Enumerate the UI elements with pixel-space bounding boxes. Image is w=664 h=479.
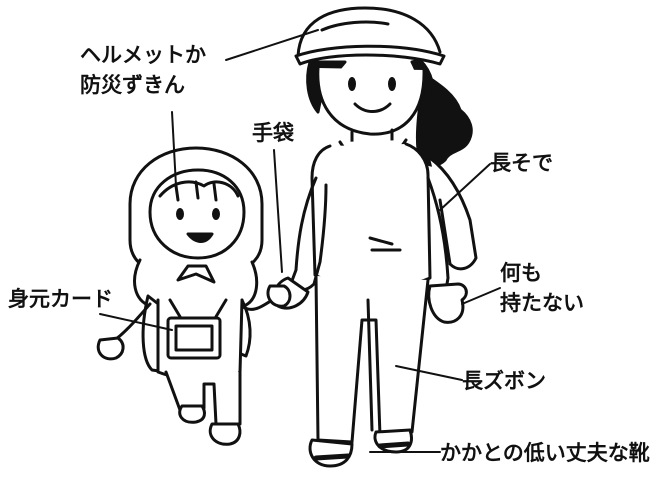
leader-nothing-held xyxy=(461,287,501,305)
adult-backpack xyxy=(428,156,478,271)
leader-hood xyxy=(171,111,177,187)
helmet xyxy=(296,6,442,58)
leader-lines xyxy=(99,29,501,453)
adult-right-glove xyxy=(427,282,468,324)
adult-left-shoe xyxy=(308,438,354,468)
adult-face xyxy=(316,66,426,136)
leader-long-pants xyxy=(395,365,463,381)
child-left-shoe xyxy=(178,404,206,424)
child-mouth xyxy=(186,232,214,243)
leader-helmet xyxy=(225,29,319,61)
child-right-glove xyxy=(266,284,292,308)
label-nothing-held: 何も 持たない xyxy=(500,258,584,318)
hood-tie xyxy=(176,264,216,284)
adult-torso xyxy=(310,142,432,289)
leader-long-sleeves xyxy=(439,163,491,211)
child-left-glove xyxy=(96,336,125,361)
leader-gloves xyxy=(273,149,283,273)
adult-mouth xyxy=(353,102,392,113)
adult-figure xyxy=(272,6,478,468)
child-face xyxy=(148,168,246,260)
label-nothing-held-line1: 何も xyxy=(500,261,542,285)
label-id-card: 身元カード xyxy=(8,287,113,311)
child-figure xyxy=(96,146,292,446)
label-helmet: ヘルメットか 防災ずきん xyxy=(80,40,206,100)
adult-right-arm xyxy=(426,176,450,292)
label-shoes: かかとの低い丈夫な靴 xyxy=(440,441,650,465)
adult-left-eye xyxy=(348,77,356,91)
label-helmet-line1: ヘルメットか xyxy=(80,43,206,67)
label-long-sleeves: 長そで xyxy=(490,151,553,175)
label-helmet-line2: 防災ずきん xyxy=(80,73,185,97)
label-nothing-held-line2: 持たない xyxy=(500,291,584,315)
child-right-shoe xyxy=(208,422,242,446)
adult-right-eye xyxy=(388,77,396,91)
child-left-eye xyxy=(176,208,184,220)
leader-id-card xyxy=(99,313,173,331)
label-long-pants: 長ズボン xyxy=(462,369,546,393)
child-right-eye xyxy=(212,208,220,220)
adult-right-shoe xyxy=(373,428,413,454)
label-gloves: 手袋 xyxy=(252,121,294,145)
